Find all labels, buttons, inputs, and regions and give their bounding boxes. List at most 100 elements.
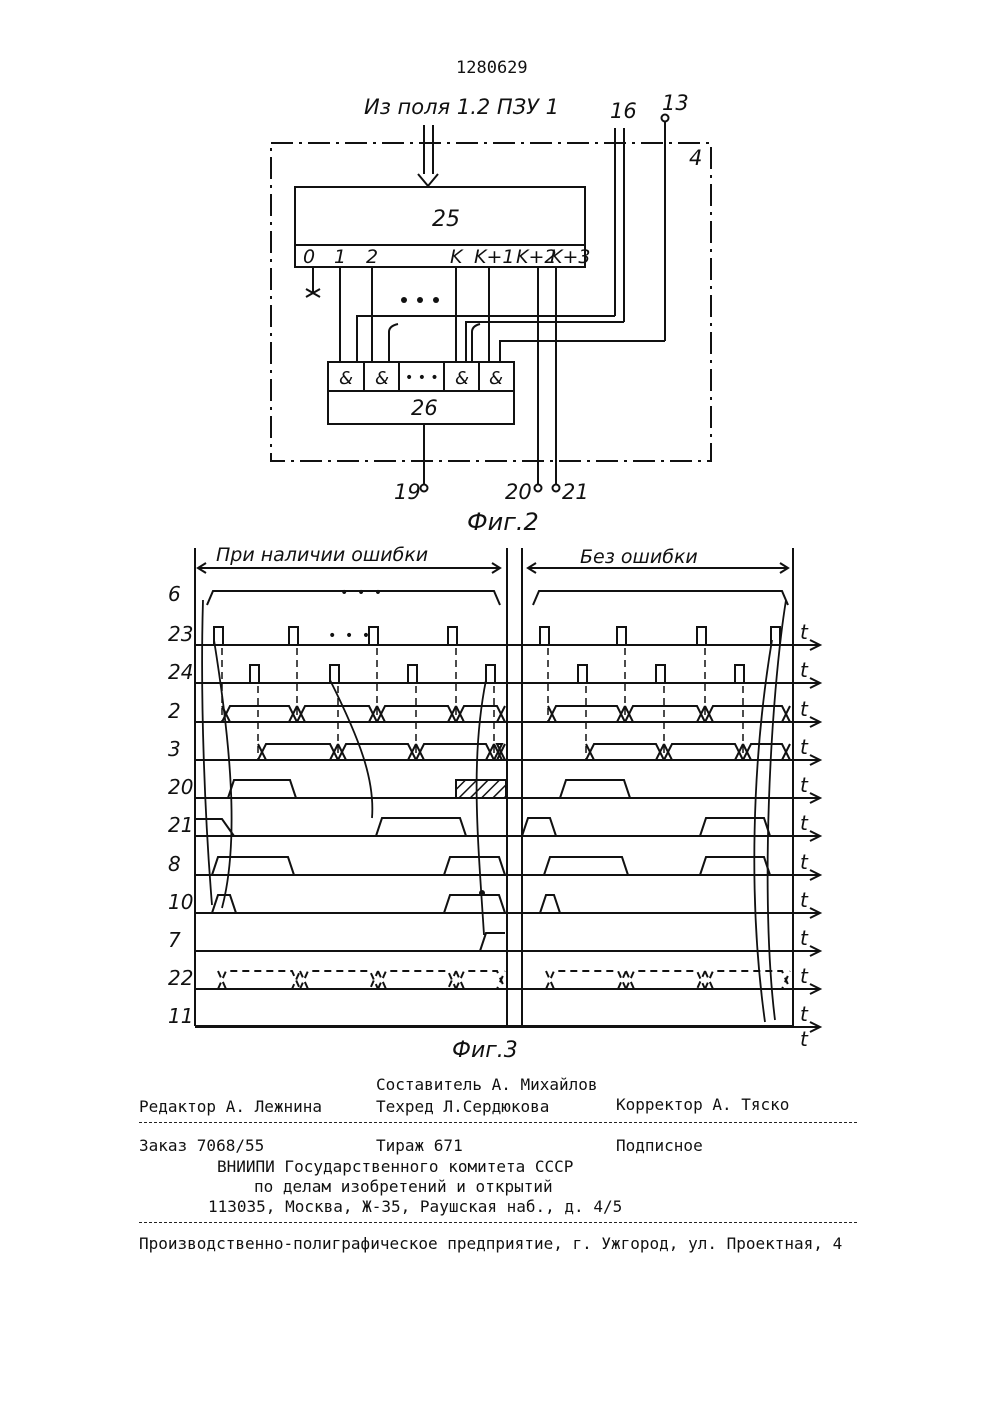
wave-24-pulse-6 xyxy=(735,665,744,683)
wave-22-right-seg-2 xyxy=(705,971,790,989)
org-line-2: по делам изобретений и открытий xyxy=(254,1177,553,1196)
wave-8-pulse-left-b xyxy=(444,857,505,875)
wave-23-pulse-3 xyxy=(448,627,457,645)
wave-6-right xyxy=(533,591,788,605)
corrector: Корректор А. Тяско xyxy=(616,1095,789,1114)
time-label-7: t xyxy=(800,926,809,950)
wave-24-pulse-5 xyxy=(656,665,665,683)
left-title: При наличии ошибки xyxy=(216,544,428,566)
row-label-21: 21 xyxy=(168,813,193,837)
figure-3-timing-diagram: 623t24t2t3t20t21t8t10t7t22t11tt• • •• • … xyxy=(0,0,1000,1070)
wave-3-left-segb-2 xyxy=(416,744,494,760)
wave-10-pulse-left-b xyxy=(444,895,505,913)
wave-22-right-segb-1 xyxy=(626,971,705,989)
wave-22-left-seg-2 xyxy=(378,971,456,989)
order: Заказ 7068/55 xyxy=(139,1136,264,1155)
causal-arrow-1 xyxy=(214,640,232,908)
wave-24-pulse-0 xyxy=(250,665,259,683)
wave-23-pulse-4 xyxy=(540,627,549,645)
org-line-1: ВНИИПИ Государственного комитета СССР xyxy=(217,1157,573,1176)
wave-8-pulse-left xyxy=(212,857,294,875)
wave-24-pulse-4 xyxy=(578,665,587,683)
wave-3-left-segb-0 xyxy=(258,744,338,760)
wave-8-pulse-right xyxy=(544,857,628,875)
wave-21-pulse-right-a xyxy=(522,818,556,836)
wave-23-pulse-5 xyxy=(617,627,626,645)
footer-rule-1 xyxy=(139,1122,857,1123)
causal-arrow-3 xyxy=(477,680,486,935)
wave-3-right-seg-1 xyxy=(664,744,743,760)
wave-6-dots: • • • xyxy=(340,585,382,601)
wave-24-pulse-1 xyxy=(330,665,339,683)
wave-2-left-segb-1 xyxy=(297,706,377,722)
time-label-22: t xyxy=(800,964,809,988)
wave-23-pulse-0 xyxy=(214,627,223,645)
time-label-2: t xyxy=(800,697,809,721)
wave-2-right-segb-1 xyxy=(625,706,705,722)
right-title: Без ошибки xyxy=(580,546,698,568)
techred: Техред Л.Сердюкова xyxy=(376,1097,549,1116)
time-label-8: t xyxy=(800,850,809,874)
footer-rule-2 xyxy=(139,1222,857,1223)
wave-2-right-seg-1 xyxy=(625,706,705,722)
wave-2-right-seg-2 xyxy=(705,706,790,722)
wave-24-pulse-2 xyxy=(408,665,417,683)
circulation: Тираж 671 xyxy=(376,1136,463,1155)
wave-22-right-seg-1 xyxy=(626,971,705,989)
row-label-22: 22 xyxy=(168,966,193,990)
wave-3-left-seg-2 xyxy=(416,744,494,760)
wave-23-pulse-1 xyxy=(289,627,298,645)
composer: Составитель А. Михайлов xyxy=(376,1075,598,1094)
row-label-2: 2 xyxy=(168,699,181,723)
wave-24-pulse-3 xyxy=(486,665,495,683)
wave-20-pulse-left xyxy=(228,780,296,798)
wave-23-pulse-6 xyxy=(697,627,706,645)
wave-22-left-seg-1 xyxy=(300,971,378,989)
wave-2-left-seg-1 xyxy=(297,706,377,722)
wave-22-left-segb-0 xyxy=(218,971,300,989)
row-label-24: 24 xyxy=(168,660,193,684)
subscription: Подписное xyxy=(616,1136,703,1155)
row-label-3: 3 xyxy=(168,737,181,761)
address: 113035, Москва, Ж-35, Раушская наб., д. … xyxy=(208,1197,622,1216)
wave-21-pulse-right-b xyxy=(700,818,770,836)
wave-2-left-seg-0 xyxy=(222,706,297,722)
wave-23-dots: • • • xyxy=(328,628,370,644)
time-label-10: t xyxy=(800,888,809,912)
time-label-24: t xyxy=(800,658,809,682)
wave-8-pulse-right-b xyxy=(700,857,770,875)
time-label-23: t xyxy=(800,620,809,644)
time-label-11: t xyxy=(800,1002,809,1026)
row-label-10: 10 xyxy=(168,890,193,914)
wave-3-right-segb-0 xyxy=(586,744,664,760)
wave-3-left-segb-1 xyxy=(338,744,416,760)
fig3-caption: Фиг.3 xyxy=(452,1038,518,1063)
row-label-23: 23 xyxy=(168,622,193,646)
wave-23-pulse-2 xyxy=(369,627,378,645)
row-label-20: 20 xyxy=(168,775,193,799)
wave-21-pulse-left xyxy=(376,818,466,836)
editor: Редактор А. Лежнина xyxy=(139,1097,322,1116)
wave-3-left-seg-0 xyxy=(258,744,338,760)
causal-arrow-4 xyxy=(768,600,786,1020)
wave-20-pulse-right xyxy=(560,780,630,798)
wave-3-right-segb-1 xyxy=(664,744,743,760)
wave-22-right-segb-2 xyxy=(705,971,790,989)
time-label-20: t xyxy=(800,773,809,797)
wave-3-left-seg-1 xyxy=(338,744,416,760)
wave-22-left-segb-2 xyxy=(378,971,456,989)
row-label-6: 6 xyxy=(168,582,181,606)
wave-7-rise xyxy=(480,933,505,951)
wave-22-right-segb-0 xyxy=(546,971,626,989)
wave-2-right-segb-2 xyxy=(705,706,790,722)
row-label-11: 11 xyxy=(168,1004,193,1028)
wave-10-pulse-right xyxy=(540,895,560,913)
wave-2-left-segb-0 xyxy=(222,706,297,722)
time-label-21: t xyxy=(800,811,809,835)
time-label-bottom: t xyxy=(800,1027,809,1051)
wave-20-error-hatch xyxy=(456,780,506,798)
wave-22-right-seg-0 xyxy=(546,971,626,989)
row-label-8: 8 xyxy=(168,852,181,876)
row-label-7: 7 xyxy=(168,928,181,952)
printer: Производственно-полиграфическое предприя… xyxy=(139,1234,842,1253)
